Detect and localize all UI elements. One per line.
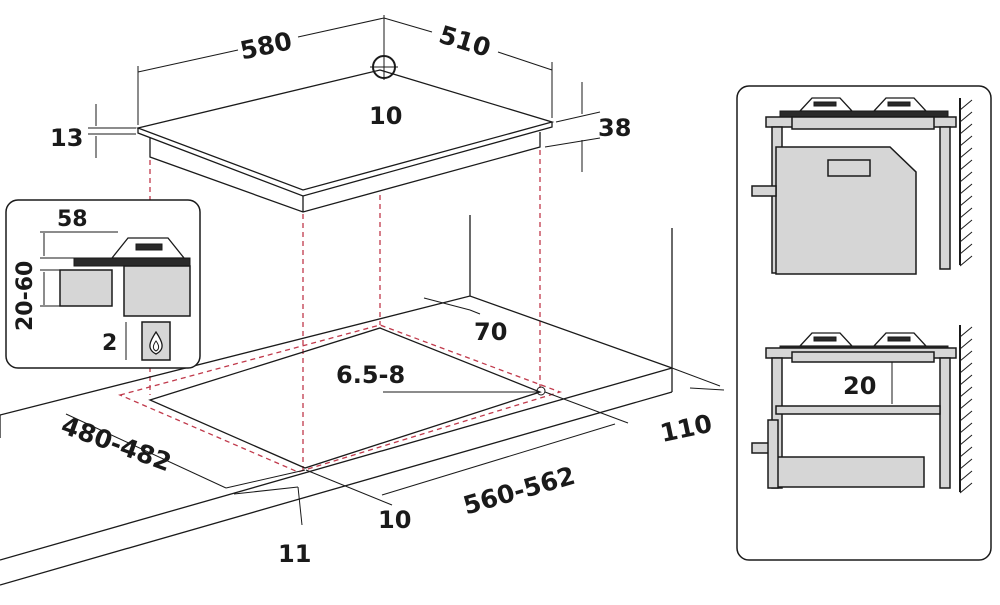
detail-top-label: 58 (57, 207, 88, 232)
front-offset-label: 10 (378, 506, 411, 534)
gas-inlet-label: 10 (369, 102, 402, 130)
depth-label: 510 (436, 20, 494, 63)
section-with-oven (751, 97, 973, 275)
detail-panel (5, 199, 201, 369)
cutout-depth-label: 480-482 (57, 411, 175, 477)
section-with-drawer (751, 325, 973, 494)
installation-sections-panel (736, 85, 992, 561)
edge-offset-label: 11 (278, 540, 311, 568)
gas-flame-icon (149, 330, 163, 355)
top-thickness-label: 13 (50, 124, 83, 152)
cutout-offset-label: 70 (474, 318, 507, 346)
hole-diameter-label: 6.5-8 (336, 361, 405, 389)
top-dimension-lines (88, 17, 601, 172)
detail-side-label: 20-60 (13, 261, 38, 331)
cutout-width-label: 560-562 (460, 461, 578, 521)
cutout-dimension-lines (65, 297, 725, 526)
detail-gap-label: 2 (102, 331, 117, 356)
height-label: 38 (598, 114, 631, 142)
width-label: 580 (237, 26, 294, 65)
hob-body (135, 69, 555, 213)
worktop (0, 215, 673, 586)
oven-gap-label: 20 (843, 372, 876, 400)
gas-inlet-icon (370, 15, 398, 80)
back-offset-label: 110 (658, 409, 715, 448)
